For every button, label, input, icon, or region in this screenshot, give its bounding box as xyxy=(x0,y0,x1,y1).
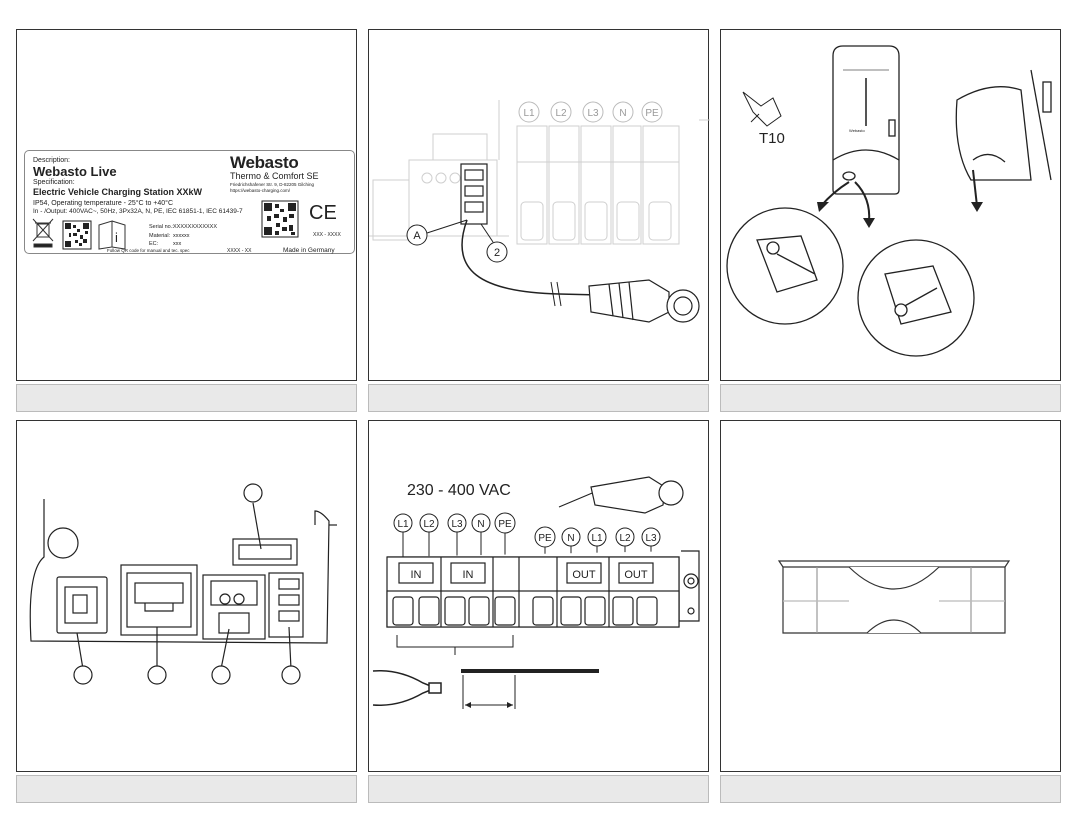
caption-3 xyxy=(720,384,1061,412)
panel-cable-gland xyxy=(720,420,1061,772)
terminal-block xyxy=(386,550,700,628)
caption-2 xyxy=(368,384,709,412)
in-block-label-1: IN xyxy=(411,569,422,581)
panel-cover-removal: T10 Webasto xyxy=(720,29,1061,381)
info-mark: i xyxy=(115,230,118,245)
cable-gland-diagram xyxy=(777,560,1011,634)
callout-2: 2 xyxy=(494,247,500,259)
label-symbols: i xyxy=(32,200,299,250)
panel-power-wiring: 230 - 400 VAC L1 L2 L3 N PE PE N L1 L2 L… xyxy=(368,420,709,772)
in-block-label-2: IN xyxy=(463,569,474,581)
ec-value: xxx xyxy=(173,241,182,247)
in-label-n: N xyxy=(477,519,484,530)
manual-info-icon xyxy=(98,220,126,250)
cable-connection-diagram: L1 L2 L3 N PE A 2 xyxy=(369,100,710,323)
sd-card-slot-icon xyxy=(202,574,266,640)
charging-plug-icon xyxy=(588,279,700,323)
spec-line-1: IP54, Operating temperature - 25°C to +4… xyxy=(33,200,174,207)
spec-line-2: In - /Output: 400VAC~, 50Hz, 3Px32A, N, … xyxy=(33,208,243,215)
type-label-card: Description: Webasto Live Specification:… xyxy=(24,150,355,254)
out-block-label-2: OUT xyxy=(624,569,648,581)
interfaces-diagram xyxy=(29,483,337,685)
date-code: XXXX - XX xyxy=(227,248,252,254)
material-label: Material: xyxy=(149,233,171,239)
wallbox-front xyxy=(832,45,900,195)
terminal-connector-icon xyxy=(268,572,304,638)
device-qr-code-icon xyxy=(261,200,299,238)
caption-6 xyxy=(720,775,1061,803)
company-website: https://webasto-charging.com/ xyxy=(230,188,291,193)
specification-label: Specification: xyxy=(33,179,75,186)
caption-1 xyxy=(16,384,357,412)
wallbox-brand: Webasto xyxy=(849,128,865,133)
company-address: Friedrichshafener Str. 9, D-82205 Gilchi… xyxy=(230,182,315,187)
in-label-l3: L3 xyxy=(451,519,463,530)
screw-detail-2 xyxy=(857,239,975,357)
terminal-label-l1: L1 xyxy=(523,108,535,119)
charging-cable xyxy=(461,219,640,297)
ce-mark: CE xyxy=(309,202,337,224)
wallbox-side xyxy=(955,69,1052,181)
serial-value: XXXXXXXXXXXX xyxy=(173,224,218,230)
terminal-label-l3: L3 xyxy=(587,108,599,119)
in-label-pe: PE xyxy=(498,519,512,530)
right-code: XXX - XXXX xyxy=(313,232,341,238)
product-name: Webasto Live xyxy=(33,164,117,179)
ethernet-port-icon xyxy=(120,564,198,636)
usb-b-port-icon xyxy=(56,576,108,634)
qr-note: Follow QR code for manual and tec. spec xyxy=(107,248,190,253)
control-connector xyxy=(460,163,488,225)
terminal-markers xyxy=(518,101,663,123)
panel-cable-connection: L1 L2 L3 N PE A 2 xyxy=(368,29,710,381)
voltage-label: 230 - 400 VAC xyxy=(407,482,511,499)
company-name: Thermo & Comfort SE xyxy=(230,171,319,181)
out-label-l1: L1 xyxy=(591,533,603,544)
material-value: xxxxxx xyxy=(173,233,190,239)
product-title: Electric Vehicle Charging Station XXkW xyxy=(33,187,203,197)
weee-bin-icon xyxy=(32,218,54,248)
manual-qr-code-icon xyxy=(62,220,92,250)
usb-a-port-icon xyxy=(232,538,298,566)
in-label-l1: L1 xyxy=(397,519,409,530)
screw-detail-1 xyxy=(726,207,844,325)
callout-a: A xyxy=(413,230,421,242)
terminal-label-pe: PE xyxy=(645,108,659,119)
out-label-l3: L3 xyxy=(645,533,657,544)
out-block-label-1: OUT xyxy=(572,569,596,581)
serial-label: Serial no.: xyxy=(149,224,174,230)
tool-label: T10 xyxy=(759,130,785,147)
caption-4 xyxy=(16,775,357,803)
description-label: Description: xyxy=(33,157,70,164)
ec-label: EC: xyxy=(149,241,159,247)
caption-5 xyxy=(368,775,709,803)
power-wiring-diagram: 230 - 400 VAC L1 L2 L3 N PE PE N L1 L2 L… xyxy=(372,476,700,709)
panel-type-label: Description: Webasto Live Specification:… xyxy=(16,29,357,381)
wire-stripper-icon xyxy=(372,670,442,706)
made-in: Made in Germany xyxy=(283,247,335,254)
in-label-l2: L2 xyxy=(423,519,435,530)
cover-removal-diagram: T10 Webasto xyxy=(726,45,1052,357)
out-label-n: N xyxy=(567,533,574,544)
panel-interfaces xyxy=(16,420,357,772)
charging-plug-icon xyxy=(558,476,684,514)
callout-circles xyxy=(73,483,301,685)
brand-logo: Webasto xyxy=(230,153,299,172)
terminal-label-n: N xyxy=(619,108,626,119)
cable-entry-part-icon xyxy=(777,560,1011,634)
out-label-l2: L2 xyxy=(619,533,631,544)
screwdriver-icon xyxy=(742,91,782,127)
terminal-label-l2: L2 xyxy=(555,108,567,119)
out-label-pe: PE xyxy=(538,533,552,544)
